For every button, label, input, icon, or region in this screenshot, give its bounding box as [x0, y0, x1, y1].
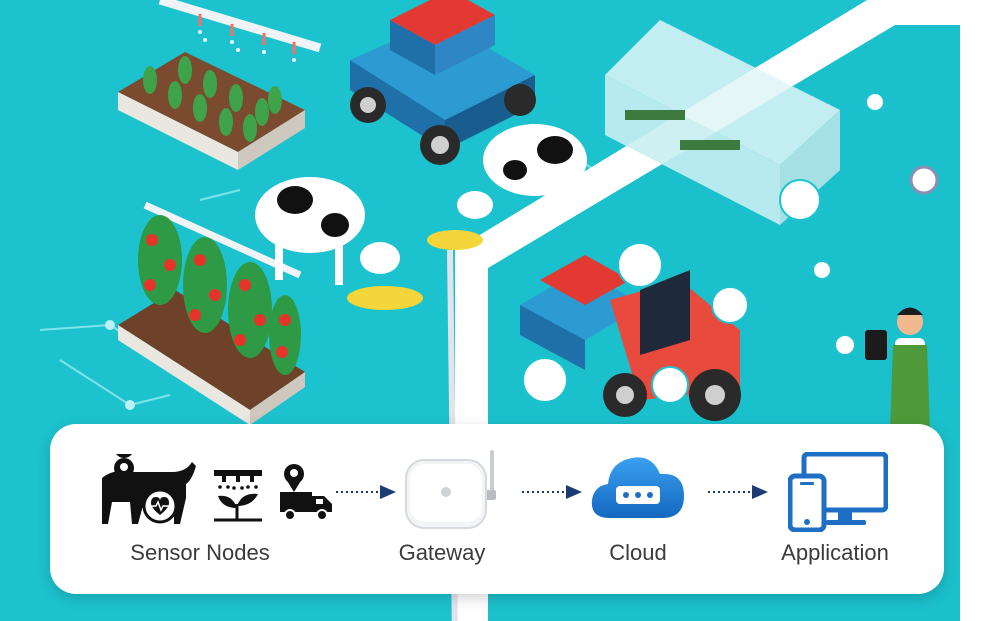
grazing-cow-right: [427, 124, 587, 250]
stage-label-sensor-nodes: Sensor Nodes: [130, 540, 270, 565]
devices-icon: [788, 452, 888, 532]
stage-label-cloud: Cloud: [609, 540, 667, 565]
iot-bubbles: [522, 92, 885, 404]
autonomous-cart: [350, 0, 536, 165]
farmer: [865, 307, 930, 430]
cow-location-health-icon: [102, 454, 196, 524]
stage-label-application: Application: [781, 540, 889, 565]
seedling-bed: [118, 52, 305, 170]
tablet-home-button: [909, 165, 939, 195]
gateway-router-icon: [405, 450, 496, 529]
cloud-server-icon: [591, 457, 684, 518]
flow-arrow-3: [708, 485, 768, 499]
grazing-cow-left: [255, 177, 423, 310]
stage-label-gateway: Gateway: [398, 540, 486, 565]
flow-arrow-2: [522, 485, 582, 499]
delivery-truck-location-icon: [280, 464, 332, 521]
tractor: [520, 255, 741, 421]
irrigation-rail: [158, 0, 322, 62]
flow-arrow-1: [336, 485, 396, 499]
tomato-bed: [118, 201, 305, 425]
irrigation-sprout-icon: [214, 470, 262, 522]
